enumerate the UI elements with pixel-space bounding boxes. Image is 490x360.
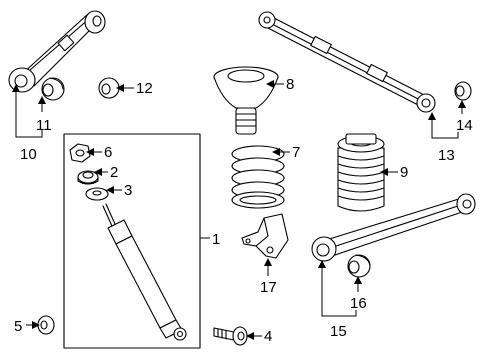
callout-12: 12: [136, 80, 153, 97]
shock-absorber: [102, 203, 187, 341]
mount-cushion-2: [77, 170, 99, 185]
callout-14: 14: [456, 117, 473, 134]
arm-bushing-12: [98, 77, 120, 99]
callout-labels: 1 2 3 4 5 6 7 8 9 10 11 12 13 14 15 16 1…: [14, 76, 473, 345]
bolt: [213, 326, 248, 346]
callout-7: 7: [292, 144, 300, 161]
callout-2: 2: [110, 164, 118, 181]
retainer-washer-3: [85, 187, 109, 201]
callout-9: 9: [400, 164, 408, 181]
rod-bushing-14: [454, 81, 472, 101]
shock-absorber-assembly: [63, 133, 201, 349]
lower-arm: [311, 193, 476, 262]
spring-bumper: [213, 66, 279, 135]
callout-6: 6: [104, 144, 112, 161]
callout-5: 5: [14, 318, 22, 335]
callout-15: 15: [330, 323, 347, 340]
dust-boot: [337, 133, 385, 212]
lateral-rod: [258, 11, 436, 113]
bracket: [241, 213, 289, 259]
callout-17: 17: [260, 279, 277, 296]
callout-10: 10: [20, 146, 37, 163]
callout-8: 8: [286, 76, 294, 93]
arm-bushing-11: [41, 77, 65, 101]
callout-13: 13: [438, 147, 455, 164]
mount-cushion-6: [69, 143, 91, 163]
coil-spring: [231, 145, 285, 209]
callout-3: 3: [124, 182, 132, 199]
lower-arm-bushing-16: [347, 254, 371, 278]
nut: [37, 315, 55, 335]
upper-control-arm: [8, 10, 106, 93]
callout-16: 16: [350, 295, 367, 312]
leader-lines: [12, 80, 466, 340]
callout-11: 11: [36, 117, 52, 134]
callout-1: 1: [212, 231, 220, 248]
callout-4: 4: [264, 328, 272, 345]
